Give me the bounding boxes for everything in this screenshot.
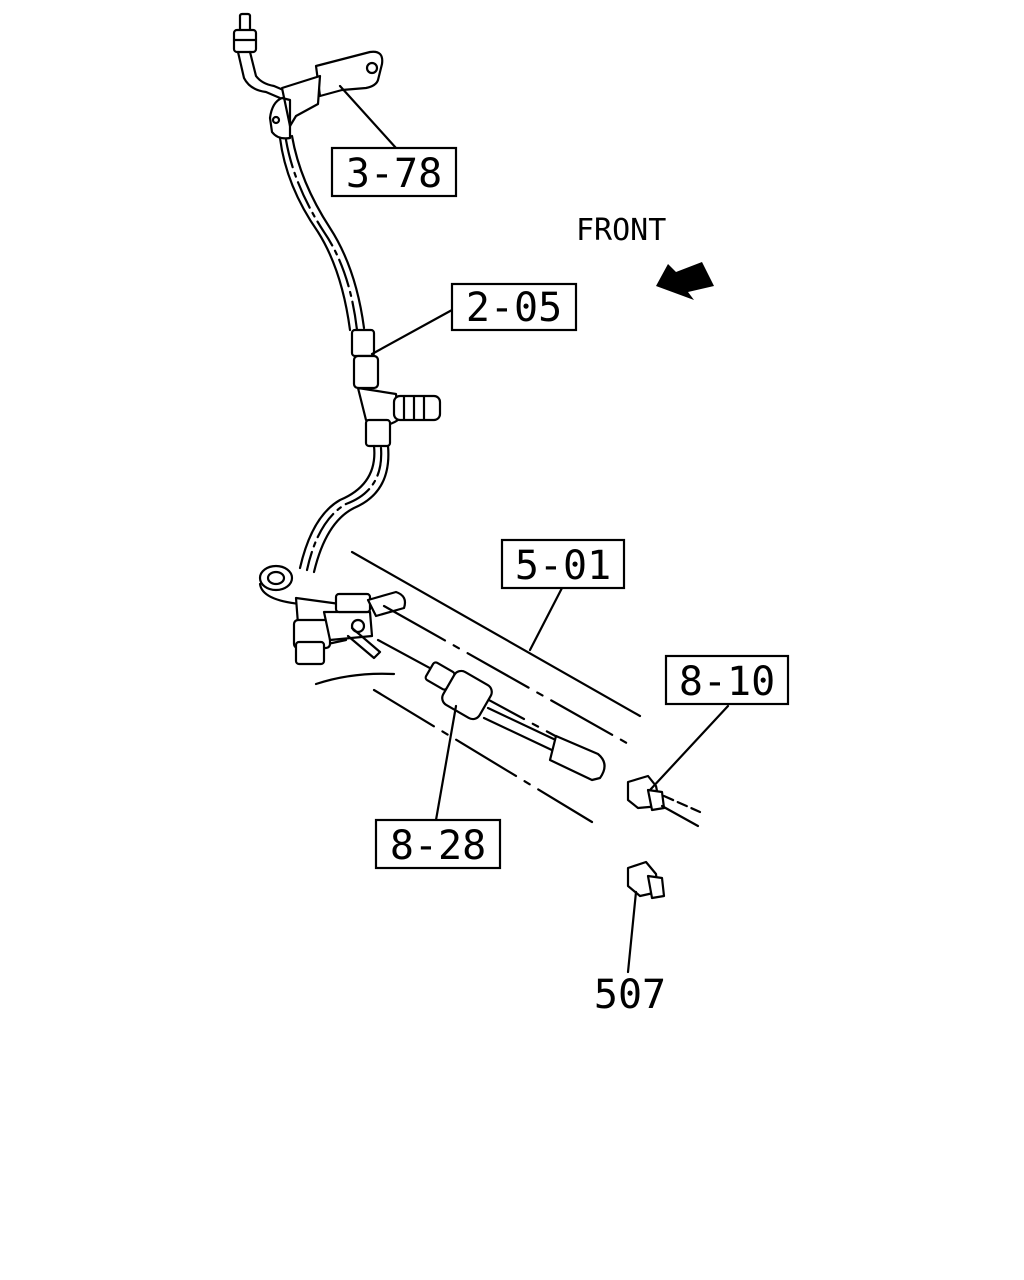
callout-harness-label: 5-01 bbox=[515, 543, 611, 589]
callout-harness: 5-01 bbox=[500, 538, 626, 590]
cap bbox=[626, 860, 666, 900]
callout-tee-fitting-label: 2-05 bbox=[466, 285, 562, 331]
callout-connector: 8-10 bbox=[664, 654, 790, 706]
callout-tee-fitting: 2-05 bbox=[450, 282, 578, 332]
sensor bbox=[424, 661, 606, 782]
front-label: FRONT bbox=[576, 213, 666, 248]
lower-hose-fitting bbox=[258, 564, 407, 666]
pipe-end-fitting bbox=[232, 12, 290, 100]
callout-cap-label: 507 bbox=[594, 972, 666, 1018]
leader-lines bbox=[338, 84, 730, 974]
callout-sensor: 8-28 bbox=[374, 818, 502, 870]
callout-connector-label: 8-10 bbox=[679, 659, 775, 705]
callout-bracket: 3-78 bbox=[330, 146, 458, 198]
bracket bbox=[268, 50, 384, 140]
tee-fitting bbox=[350, 328, 442, 448]
callout-cap: 507 bbox=[594, 972, 666, 1018]
connector bbox=[626, 774, 702, 828]
brake-pipe-lower bbox=[298, 444, 390, 574]
front-direction-indicator: FRONT bbox=[576, 213, 714, 300]
brake-pipe-upper bbox=[278, 134, 366, 332]
callout-bracket-label: 3-78 bbox=[346, 151, 442, 197]
harness bbox=[314, 550, 642, 824]
front-arrow-icon bbox=[656, 262, 714, 300]
callout-sensor-label: 8-28 bbox=[390, 823, 486, 869]
